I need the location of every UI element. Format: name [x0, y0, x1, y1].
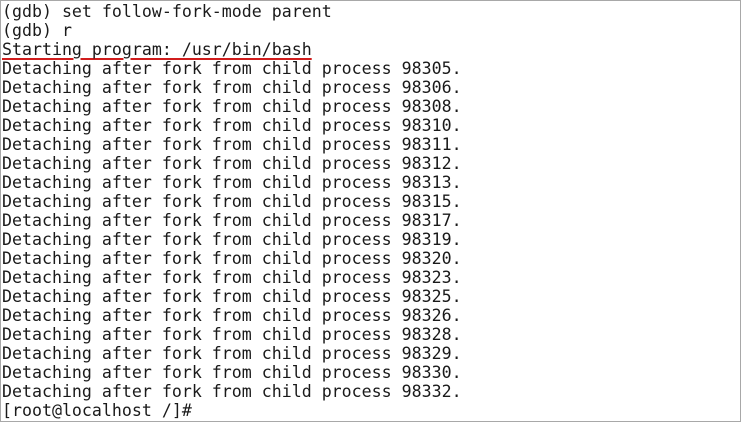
- terminal-line-detach: Detaching after fork from child process …: [2, 192, 462, 211]
- terminal-line-detach: Detaching after fork from child process …: [2, 154, 462, 173]
- terminal-line-detach: Detaching after fork from child process …: [2, 344, 462, 363]
- terminal-line-detach: Detaching after fork from child process …: [2, 268, 462, 287]
- terminal-line-detach: Detaching after fork from child process …: [2, 173, 462, 192]
- terminal-line-detach: Detaching after fork from child process …: [2, 306, 462, 325]
- terminal-line-detach: Detaching after fork from child process …: [2, 116, 462, 135]
- terminal-line-detach: Detaching after fork from child process …: [2, 382, 462, 401]
- terminal-output: (gdb) set follow-fork-mode parent (gdb) …: [2, 2, 462, 420]
- terminal-line-detach: Detaching after fork from child process …: [2, 97, 462, 116]
- terminal-line-detach: Detaching after fork from child process …: [2, 249, 462, 268]
- terminal-line-detach: Detaching after fork from child process …: [2, 287, 462, 306]
- terminal-line-gdb-run-command: (gdb) r: [2, 21, 72, 40]
- terminal-line-detach: Detaching after fork from child process …: [2, 211, 462, 230]
- terminal-line-detach: Detaching after fork from child process …: [2, 325, 462, 344]
- terminal-line-detach: Detaching after fork from child process …: [2, 230, 462, 249]
- terminal-line-starting-program: Starting program: /usr/bin/bash: [2, 40, 312, 59]
- terminal-line-detach: Detaching after fork from child process …: [2, 363, 462, 382]
- terminal-line-detach: Detaching after fork from child process …: [2, 59, 462, 78]
- terminal-line-detach: Detaching after fork from child process …: [2, 78, 462, 97]
- terminal-line-gdb-set-command: (gdb) set follow-fork-mode parent: [2, 2, 332, 21]
- terminal-line-detach: Detaching after fork from child process …: [2, 135, 462, 154]
- terminal-shell-prompt[interactable]: [root@localhost /]#: [2, 401, 192, 420]
